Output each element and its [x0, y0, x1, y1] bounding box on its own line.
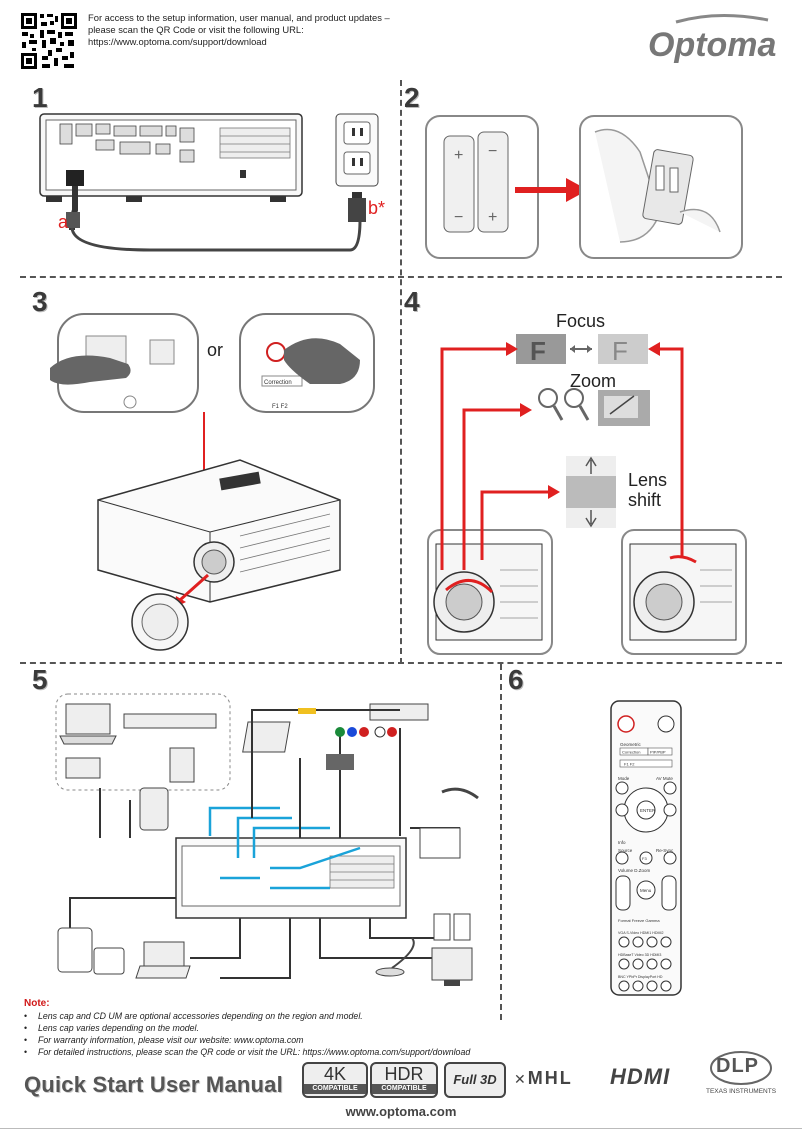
bottom-divider [0, 1128, 802, 1129]
badge-hdr: HDR COMPATIBLE [370, 1062, 438, 1098]
mhl-logo: ✕MHL [514, 1068, 573, 1088]
step-number-5: 5 [32, 664, 48, 695]
note-item: For detailed instructions, please scan t… [24, 1046, 584, 1058]
note-item: Lens cap and CD UM are optional accessor… [24, 1010, 584, 1022]
document-title: Quick Start User Manual [24, 1072, 283, 1097]
remote-snippet-f1f2: F1 F2 [272, 404, 288, 410]
svg-text:Menu: Menu [640, 888, 652, 893]
step-number-6: 6 [508, 664, 524, 695]
zoom-label: Zoom [570, 371, 617, 391]
step2-illustration: + − − + [420, 112, 790, 262]
badge-4k: 4K COMPATIBLE [302, 1062, 368, 1098]
svg-text:HDBaseT Video 3D HDMI3: HDBaseT Video 3D HDMI3 [618, 953, 661, 957]
note-item: For warranty information, please visit o… [24, 1034, 584, 1046]
lens-shift-line-1: Lens [628, 470, 668, 490]
svg-text:+: + [488, 209, 497, 226]
header-url[interactable]: https://www.optoma.com/support/download [88, 36, 267, 47]
optoma-logo: Optoma [618, 12, 783, 64]
header-line-1: For access to the setup information, use… [88, 12, 390, 23]
step-number-2: 2 [404, 82, 420, 113]
svg-text:Correction: Correction [622, 750, 640, 755]
remote-control: Geometric Correction PIP/PBP F1 F2 Mode … [610, 700, 682, 996]
svg-text:AV Mute: AV Mute [656, 776, 673, 781]
remote-power-icon [617, 715, 635, 733]
svg-text:BNC YPbPr DisplayPort HD: BNC YPbPr DisplayPort HD [618, 975, 663, 979]
hdmi-logo: HDMI [610, 1064, 671, 1089]
svg-text:F1 F2: F1 F2 [624, 762, 635, 767]
step1-illustration: a b* [30, 110, 400, 260]
brand-text: Optoma [648, 26, 776, 64]
divider-horizontal-2 [20, 662, 782, 664]
notes-list: Lens cap and CD UM are optional accessor… [24, 1010, 584, 1058]
svg-text:Source: Source [618, 848, 633, 853]
step5-illustration [40, 688, 495, 998]
dlp-logo: DLP TEXAS INSTRUMENTS [704, 1050, 778, 1100]
mhl-icon: ✕ [514, 1071, 528, 1087]
focus-glyph-blurry: F [530, 336, 546, 366]
step-number-3: 3 [32, 286, 48, 317]
svg-text:F3: F3 [642, 856, 647, 861]
divider-vertical-top [400, 80, 402, 664]
svg-text:PIP/PBP: PIP/PBP [650, 750, 666, 755]
focus-glyph-sharp: F [612, 336, 628, 366]
header-instructions: For access to the setup information, use… [88, 12, 428, 48]
badge-full-3d: Full 3D [444, 1062, 506, 1098]
divider-vertical-bottom [500, 664, 502, 1020]
step-number-1: 1 [32, 82, 48, 113]
svg-text:VGA S-Video HDMI1 HDMI2: VGA S-Video HDMI1 HDMI2 [618, 931, 663, 935]
svg-text:−: − [488, 143, 497, 160]
note-item: Lens cap varies depending on the model. [24, 1022, 584, 1034]
lens-shift-label: Lens shift [628, 470, 667, 510]
header-line-2: please scan the QR Code or visit the fol… [88, 24, 304, 35]
qr-code [20, 12, 78, 70]
step-number-4: 4 [404, 286, 420, 317]
remote-standby-icon [657, 715, 675, 733]
label-b: b* [368, 198, 385, 218]
label-a: a [58, 212, 69, 232]
svg-text:Geometric: Geometric [620, 742, 642, 747]
svg-text:Re-Sync: Re-Sync [656, 848, 674, 853]
svg-text:Mode: Mode [618, 776, 630, 781]
focus-label: Focus [556, 311, 606, 331]
footer-url[interactable]: www.optoma.com [345, 1104, 457, 1119]
svg-text:+: + [454, 147, 463, 164]
lens-shift-line-2: shift [628, 490, 662, 510]
note-title: Note: [24, 998, 50, 1009]
svg-text:Volume D.Zoom: Volume D.Zoom [618, 868, 651, 873]
divider-horizontal-1 [20, 276, 782, 278]
step4-illustration: F F [420, 330, 790, 660]
or-label: or [207, 340, 223, 360]
svg-text:Info: Info [618, 840, 626, 845]
step3-illustration: Correction F1 F2 or [40, 300, 400, 655]
svg-text:Format Freeze Gamma: Format Freeze Gamma [618, 918, 660, 923]
svg-text:ENTER: ENTER [640, 808, 656, 813]
svg-text:−: − [454, 209, 463, 226]
remote-snippet-correction: Correction [264, 380, 292, 386]
